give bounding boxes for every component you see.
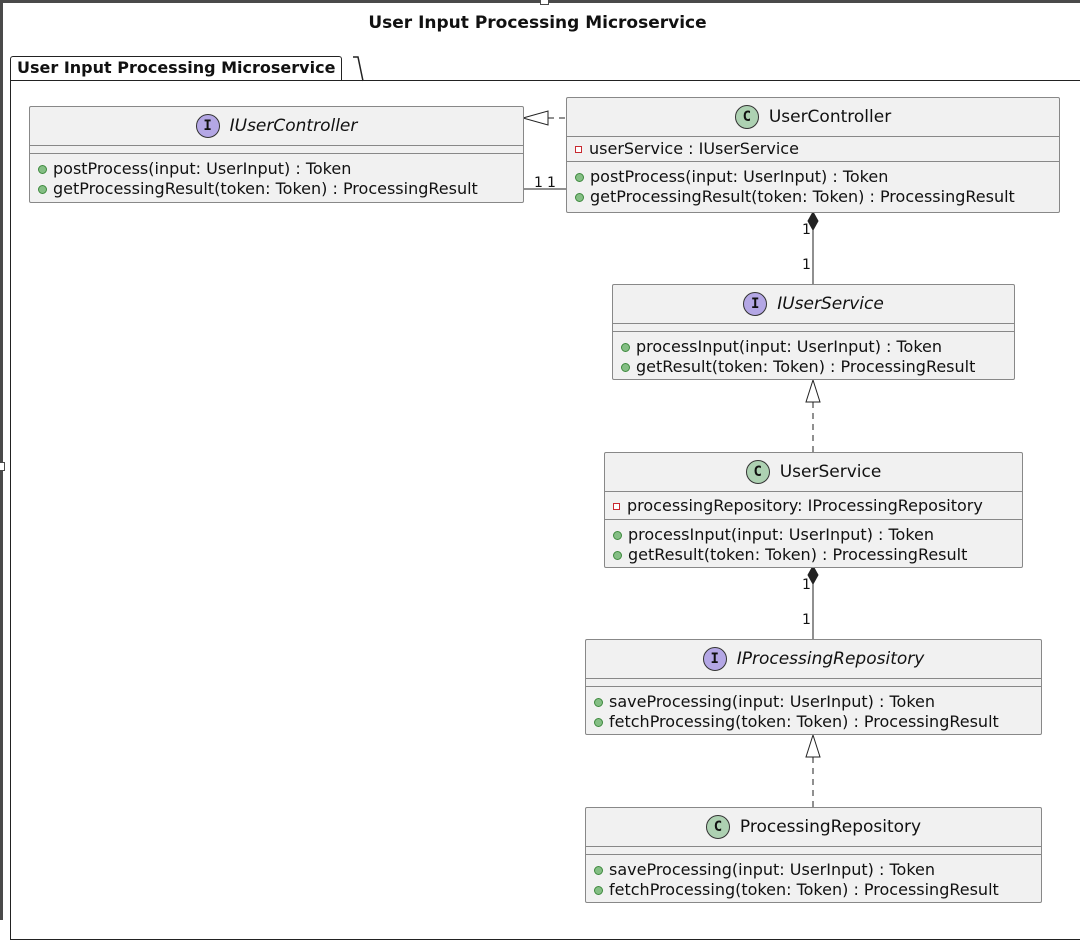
public-icon xyxy=(38,184,47,194)
method-row: processInput(input: UserInput) : Token xyxy=(621,337,1006,357)
public-icon xyxy=(621,342,630,352)
iusercontroller-box[interactable]: I IUserController postProcess(input: Use… xyxy=(29,106,524,203)
public-icon xyxy=(575,192,584,202)
methods-section: processInput(input: UserInput) : Token g… xyxy=(605,520,1022,569)
method-row: fetchProcessing(token: Token) : Processi… xyxy=(594,880,1033,900)
method-row: saveProcessing(input: UserInput) : Token xyxy=(594,692,1033,712)
attribute-row: userService : IUserService xyxy=(575,139,1051,159)
class-header: I IUserController xyxy=(30,107,523,145)
public-icon xyxy=(613,550,622,560)
method-row: postProcess(input: UserInput) : Token xyxy=(38,159,515,179)
class-header: C UserController xyxy=(567,98,1059,136)
methods-section: postProcess(input: UserInput) : Token ge… xyxy=(30,154,523,203)
methods-section: saveProcessing(input: UserInput) : Token… xyxy=(586,687,1041,736)
package-tab: User Input Processing Microservice xyxy=(10,56,343,80)
frame-handle-top xyxy=(540,0,549,5)
public-icon xyxy=(613,530,622,540)
class-header: C UserService xyxy=(605,453,1022,491)
public-icon xyxy=(621,362,630,372)
multiplicity-label: 1 xyxy=(802,577,811,593)
multiplicity-label: 1 xyxy=(802,612,811,628)
interface-icon: I xyxy=(702,647,727,671)
attributes-section: userService : IUserService xyxy=(567,137,1059,161)
public-icon xyxy=(594,717,603,727)
methods-section: processInput(input: UserInput) : Token g… xyxy=(613,332,1014,381)
methods-section: saveProcessing(input: UserInput) : Token… xyxy=(586,855,1041,904)
class-header: I IUserService xyxy=(613,285,1014,323)
class-name: UserService xyxy=(779,462,882,482)
processingrepository-box[interactable]: C ProcessingRepository saveProcessing(in… xyxy=(585,807,1042,903)
method-row: getProcessingResult(token: Token) : Proc… xyxy=(575,187,1051,207)
public-icon xyxy=(38,164,47,174)
public-icon xyxy=(594,697,603,707)
class-name: IProcessingRepository xyxy=(736,649,925,669)
package-tab-corner xyxy=(353,56,364,82)
attributes-section: processingRepository: IProcessingReposit… xyxy=(605,492,1022,519)
method-row: fetchProcessing(token: Token) : Processi… xyxy=(594,712,1033,732)
method-row: getResult(token: Token) : ProcessingResu… xyxy=(613,545,1014,565)
interface-icon: I xyxy=(195,114,220,138)
multiplicity-label: 1 xyxy=(534,175,543,191)
class-name: IUserController xyxy=(229,116,358,136)
method-row: getProcessingResult(token: Token) : Proc… xyxy=(38,179,515,199)
public-icon xyxy=(594,865,603,875)
multiplicity-label: 1 xyxy=(547,175,556,191)
iprocessingrepository-box[interactable]: I IProcessingRepository saveProcessing(i… xyxy=(585,639,1042,735)
class-name: UserController xyxy=(768,107,892,127)
methods-section: postProcess(input: UserInput) : Token ge… xyxy=(567,162,1059,211)
interface-icon: I xyxy=(743,292,768,316)
multiplicity-label: 1 xyxy=(802,257,811,273)
diagram-title: User Input Processing Microservice xyxy=(368,13,707,33)
method-row: getResult(token: Token) : ProcessingResu… xyxy=(621,357,1006,377)
class-name: IUserService xyxy=(777,294,884,314)
userservice-box[interactable]: C UserService processingRepository: IPro… xyxy=(604,452,1023,568)
class-icon: C xyxy=(705,815,730,839)
iuserservice-box[interactable]: I IUserService processInput(input: UserI… xyxy=(612,284,1015,380)
class-header: C ProcessingRepository xyxy=(586,808,1041,846)
method-row: processInput(input: UserInput) : Token xyxy=(613,525,1014,545)
usercontroller-box[interactable]: C UserController userService : IUserServ… xyxy=(566,97,1060,213)
public-icon xyxy=(575,172,584,182)
private-icon xyxy=(613,502,620,510)
class-icon: C xyxy=(734,105,759,129)
multiplicity-label: 1 xyxy=(802,222,811,238)
private-icon xyxy=(575,145,582,153)
frame-left-border xyxy=(0,0,3,920)
frame-handle-left xyxy=(0,462,5,471)
method-row: postProcess(input: UserInput) : Token xyxy=(575,167,1051,187)
attribute-row: processingRepository: IProcessingReposit… xyxy=(613,496,1014,516)
class-header: I IProcessingRepository xyxy=(586,640,1041,678)
class-name: ProcessingRepository xyxy=(739,817,922,837)
public-icon xyxy=(594,885,603,895)
class-icon: C xyxy=(745,460,770,484)
method-row: saveProcessing(input: UserInput) : Token xyxy=(594,860,1033,880)
